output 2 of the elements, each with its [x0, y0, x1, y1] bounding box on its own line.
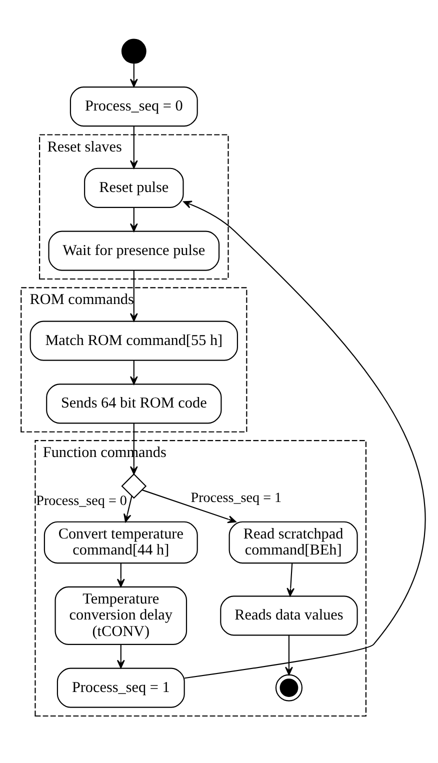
edge-label: Process_seq = 0 — [36, 492, 127, 508]
edge-label: Process_seq = 1 — [190, 490, 282, 506]
